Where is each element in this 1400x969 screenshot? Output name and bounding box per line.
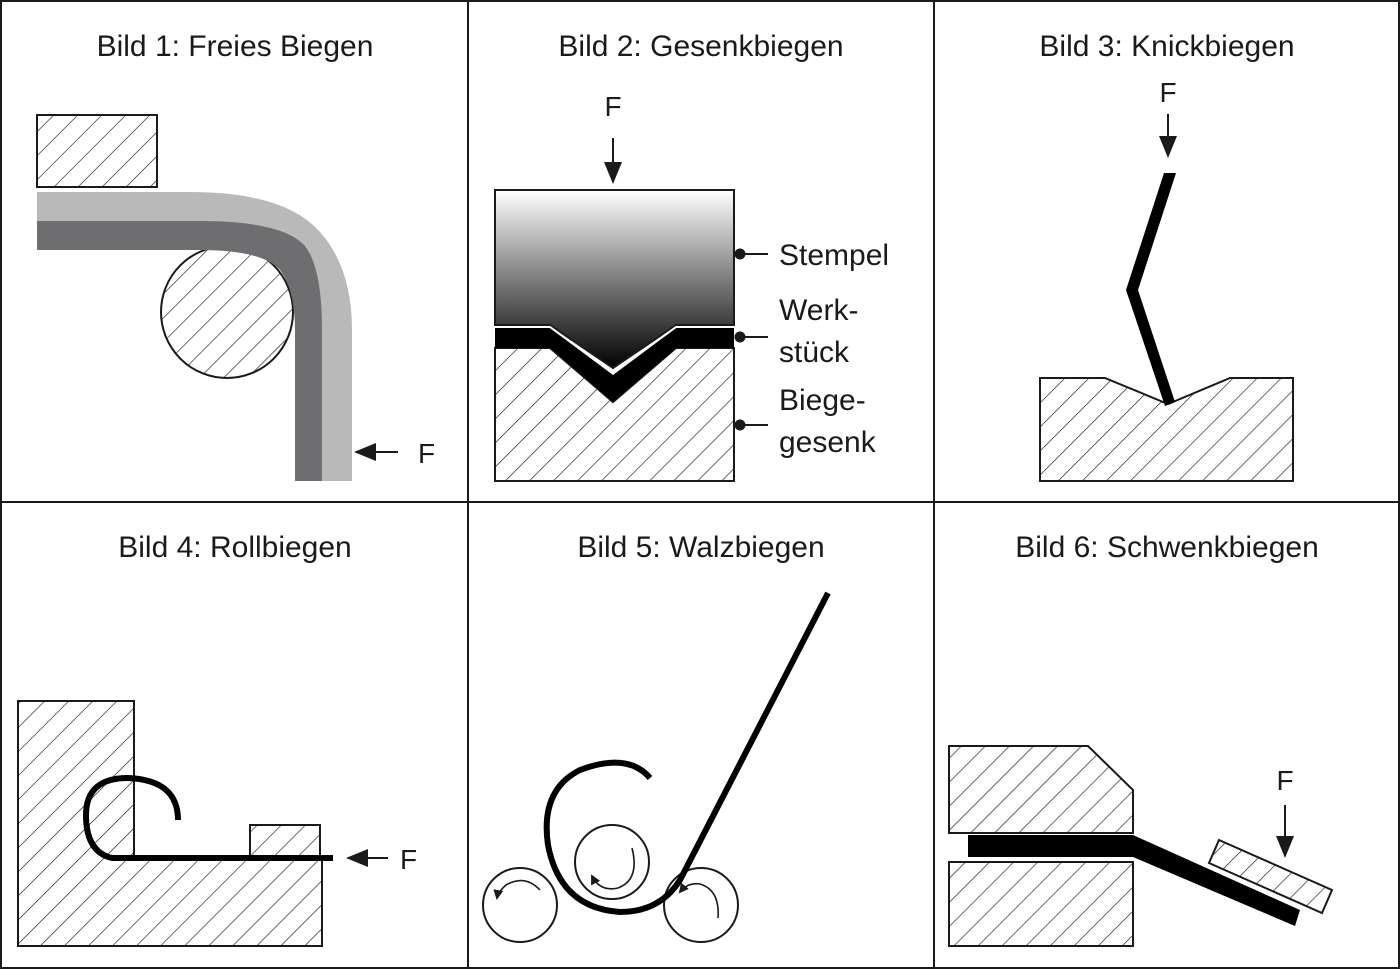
force-label: F [418, 438, 435, 469]
workpiece [82, 774, 333, 861]
label-biegegesenk-line2: gesenk [779, 426, 877, 459]
roller-center [574, 824, 650, 900]
workpiece-inner-layer [37, 221, 322, 481]
label-werkstueck-line2: stück [779, 336, 850, 369]
panel-title: Bild 5: Walzbiegen [577, 531, 824, 564]
bending-die [1039, 377, 1294, 482]
upper-clamp [948, 745, 1134, 834]
panel-title: Bild 6: Schwenkbiegen [1015, 531, 1319, 564]
panel-rollbiegen: Bild 4: Rollbiegen F [17, 531, 417, 947]
label-werkstueck-line1: Werk- [779, 294, 858, 327]
panel-title: Bild 2: Gesenkbiegen [558, 30, 843, 63]
roller-right [663, 867, 739, 943]
force-label: F [604, 91, 621, 122]
leader-werkstueck [734, 331, 768, 343]
stamp [494, 189, 735, 370]
panel-schwenkbiegen: Bild 6: Schwenkbiegen F [948, 531, 1334, 947]
force-label: F [1276, 765, 1293, 796]
panel-walzbiegen: Bild 5: Walzbiegen [482, 531, 831, 943]
rotation-arrow-left [493, 879, 541, 900]
bending-roller [160, 245, 294, 379]
panel-title: Bild 4: Rollbiegen [118, 531, 351, 564]
rotation-arrow-right [678, 882, 719, 919]
leader-biegegesenk [734, 419, 768, 431]
workpiece [543, 591, 831, 916]
clamp-block [249, 824, 321, 859]
label-stempel: Stempel [779, 239, 889, 272]
panel-gesenkbiegen: Bild 2: Gesenkbiegen F Stempel Werk- stü… [494, 30, 889, 482]
swivel-beam [1207, 838, 1334, 915]
curling-die [17, 700, 323, 947]
panel-title: Bild 3: Knickbiegen [1039, 30, 1294, 63]
clamp-block [36, 114, 158, 188]
workpiece-highlight [495, 326, 734, 375]
label-biegegesenk-line1: Biege- [779, 384, 866, 417]
roller-left [482, 867, 558, 943]
rotation-arrow-center [591, 847, 635, 890]
panel-knickbiegen: Bild 3: Knickbiegen F [1039, 30, 1295, 482]
workpiece-outer-layer [37, 192, 352, 481]
force-label: F [1159, 77, 1176, 108]
workpiece [495, 328, 734, 402]
workpiece [1126, 173, 1176, 406]
panel-title: Bild 1: Freies Biegen [97, 30, 374, 63]
panel-freies-biegen: Bild 1: Freies Biegen F [36, 30, 435, 481]
leader-stempel [734, 248, 768, 260]
force-label: F [400, 844, 417, 875]
workpiece [968, 835, 1300, 926]
lower-die [948, 861, 1134, 947]
